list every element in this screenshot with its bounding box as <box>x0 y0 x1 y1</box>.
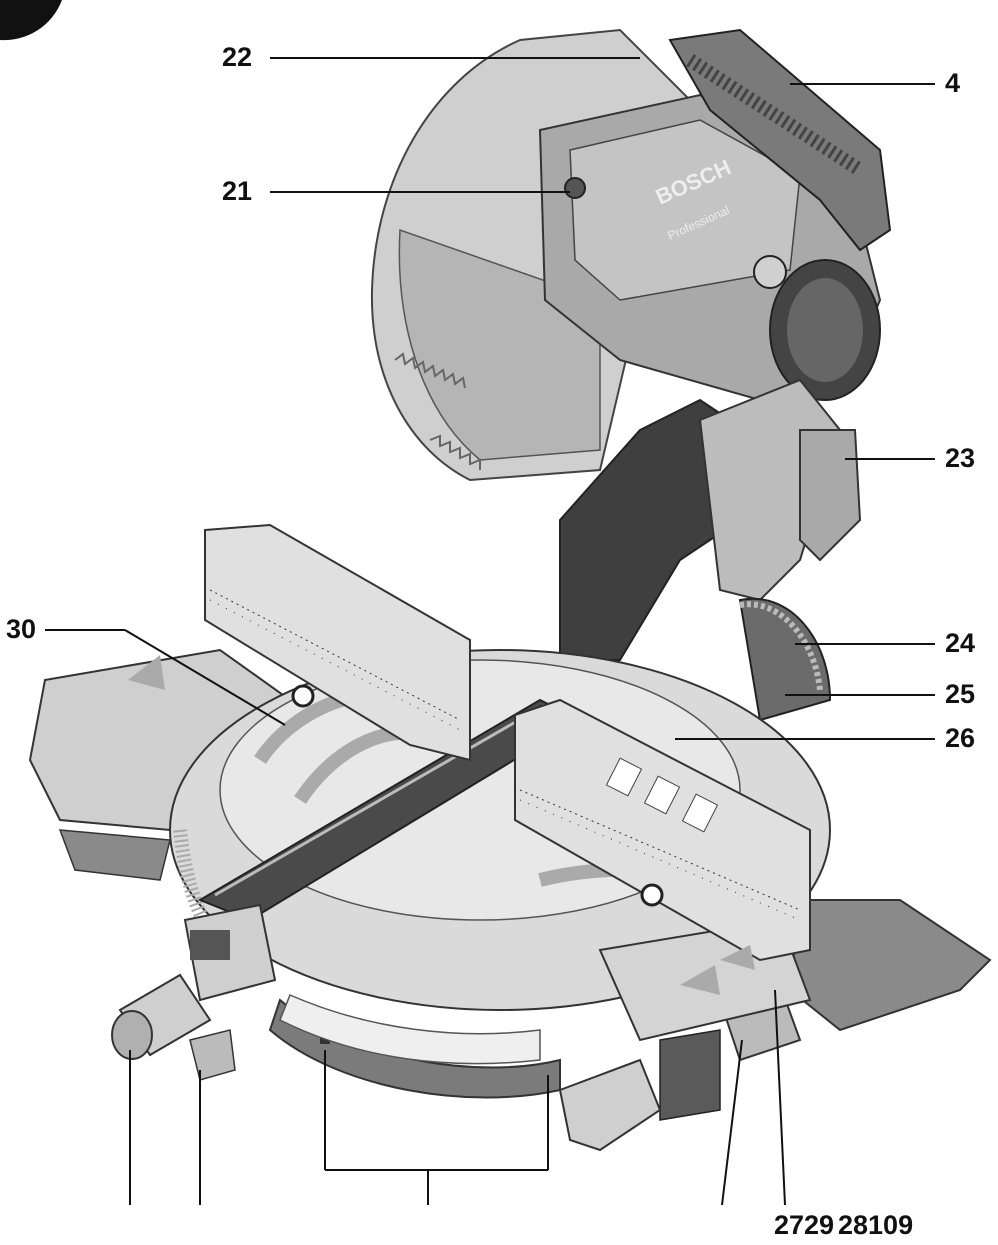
motor-housing: BOSCH Professional <box>538 93 882 402</box>
callout-25: 25 <box>945 679 976 709</box>
right-fence <box>514 698 811 962</box>
leader-lines <box>45 57 935 1206</box>
carry-handle <box>668 28 892 252</box>
left-fence <box>204 523 471 762</box>
base <box>28 648 992 1152</box>
callout-22: 22 <box>222 42 253 72</box>
callout-24: 24 <box>945 628 976 658</box>
callout-23: 23 <box>945 443 976 473</box>
bottom-label-left-group: 2729 <box>774 1210 835 1240</box>
callout-30: 30 <box>6 614 37 644</box>
right-support-arrow <box>680 965 720 995</box>
bottom-label-right-group: 28109 <box>838 1210 914 1240</box>
corner-badge <box>0 0 62 41</box>
left-support-arrow <box>128 655 165 690</box>
callout-4: 4 <box>945 68 961 98</box>
callout-21: 21 <box>222 176 253 206</box>
callout-26: 26 <box>945 723 976 753</box>
